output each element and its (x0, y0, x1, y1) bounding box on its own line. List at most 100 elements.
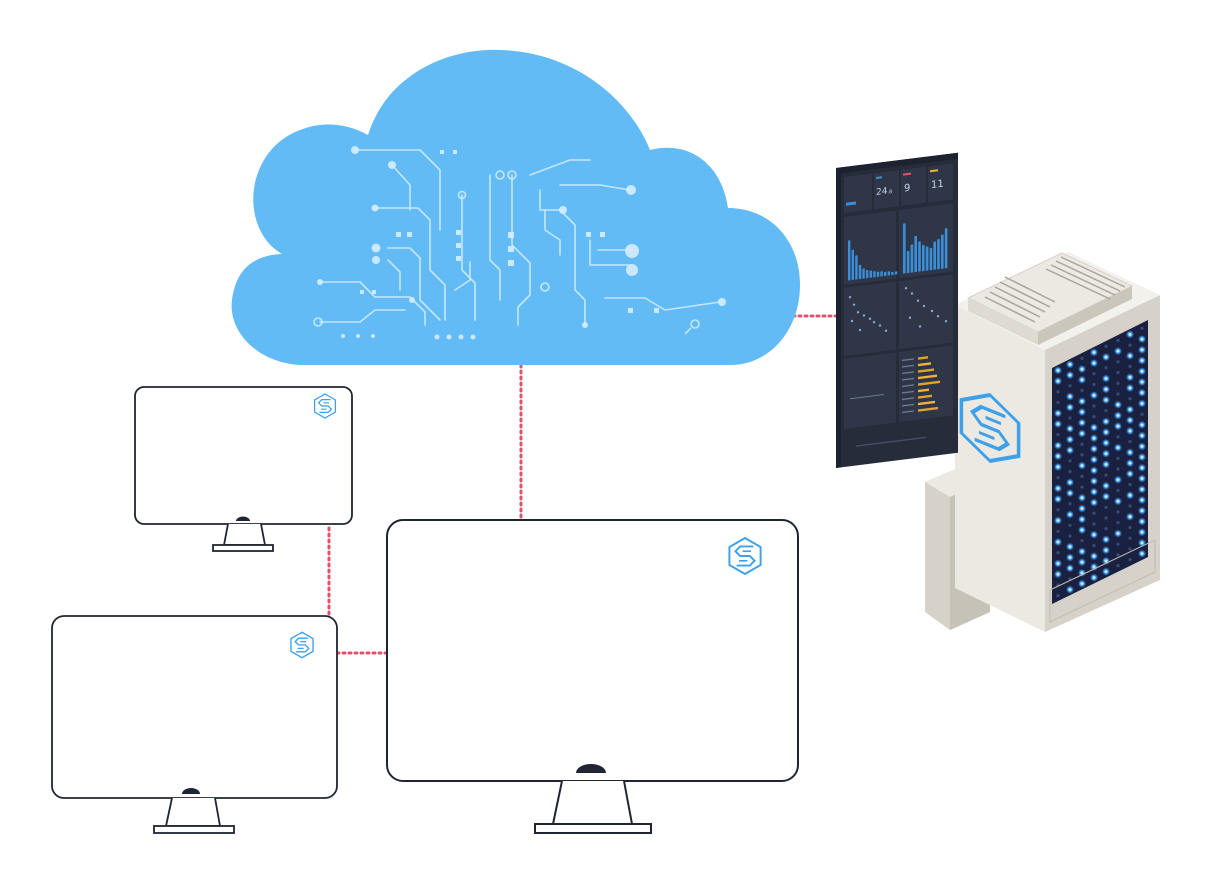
led-light (1140, 337, 1144, 341)
led-light (1092, 554, 1096, 558)
dashboard-list (902, 356, 940, 414)
dashboard-bar-chart (903, 223, 948, 274)
led-light (1116, 488, 1120, 493)
dashboard-list-row (902, 364, 914, 368)
led-light (1092, 490, 1096, 494)
led-light (1104, 344, 1108, 348)
led-light (1056, 529, 1060, 533)
led-light (1128, 397, 1132, 401)
led-light (1068, 395, 1072, 398)
led-light (1104, 409, 1108, 413)
led-light (1080, 453, 1084, 457)
led-light (1056, 400, 1060, 405)
led-light (1116, 435, 1120, 439)
dashboard-list-row (902, 377, 914, 381)
led-light (1068, 556, 1072, 559)
dashboard-point (918, 325, 922, 328)
led-light (1056, 454, 1060, 458)
led-light (1116, 424, 1120, 428)
led-light (1140, 402, 1144, 405)
led-light (1104, 441, 1108, 445)
dashboard-list-bar (918, 400, 935, 406)
led-light (1116, 532, 1120, 535)
led-light (1080, 582, 1084, 585)
led-light (1068, 448, 1072, 452)
dashboard-list-bar (918, 394, 932, 399)
dashboard-list-bar (918, 356, 928, 360)
dashboard-bar (914, 235, 918, 273)
led-light (1056, 508, 1060, 512)
led-light (1140, 520, 1144, 523)
led-light (1068, 523, 1072, 527)
monitor-icon (386, 519, 799, 834)
dashboard-list-bar (918, 388, 929, 393)
led-light (1140, 466, 1144, 470)
dashboard-bar (941, 234, 944, 269)
stat-value-2: 9 (904, 183, 910, 195)
led-light (1056, 594, 1060, 598)
led-light (1116, 564, 1120, 568)
led-light (1080, 474, 1084, 478)
led-light (1128, 375, 1132, 379)
led-light (1116, 370, 1120, 375)
led-light (1056, 369, 1060, 372)
led-light (1104, 516, 1108, 520)
dashboard-point (868, 317, 872, 320)
dashboard-list-row (902, 384, 914, 388)
led-light (1068, 545, 1072, 549)
dashboard-list-bar (918, 374, 937, 380)
led-light (1056, 433, 1060, 437)
led-light (1068, 427, 1072, 431)
dashboard-bar (906, 250, 910, 274)
dashboard-point (862, 314, 866, 317)
led-light (1140, 541, 1144, 545)
dashboard-scatter-chart (848, 296, 888, 332)
dashboard-bar (918, 241, 921, 272)
dashboard-bar (922, 244, 925, 272)
dashboard-point (916, 299, 920, 302)
dashboard-bar (855, 255, 858, 280)
led-light (1140, 455, 1144, 459)
led-light (1128, 451, 1132, 454)
dashboard-bar (933, 241, 937, 270)
led-light (1092, 351, 1096, 354)
led-light (1080, 367, 1084, 371)
led-light (1104, 452, 1108, 455)
connectors (327, 314, 838, 655)
led-light (1140, 487, 1144, 491)
led-light (1092, 565, 1096, 569)
led-light (1080, 399, 1084, 403)
dashboard-bar (894, 271, 898, 275)
led-light (1116, 553, 1120, 557)
led-light (1104, 527, 1108, 531)
led-light (1092, 576, 1096, 579)
cloud-icon (231, 49, 800, 365)
led-light (1068, 363, 1072, 366)
led-light (1128, 472, 1132, 476)
led-light (1056, 411, 1060, 415)
led-light (1128, 343, 1132, 347)
led-light (1140, 412, 1144, 416)
led-light (1092, 501, 1096, 504)
led-light (1128, 440, 1132, 444)
led-light (1128, 418, 1132, 422)
led-light (1068, 405, 1072, 409)
led-light (1128, 364, 1132, 369)
led-light (1140, 530, 1144, 534)
dashboard-point (922, 304, 926, 308)
led-light (1092, 458, 1096, 461)
dashboard-scatter-chart (904, 287, 948, 328)
led-light (1116, 381, 1120, 385)
led-light (1116, 478, 1120, 482)
dashboard-bar (880, 271, 883, 277)
stat-value-3: 11 (931, 179, 944, 192)
led-light (1056, 551, 1060, 555)
led-light (1140, 391, 1144, 395)
led-light (1056, 487, 1060, 490)
dashboard-bar (937, 239, 940, 270)
led-light (1080, 528, 1084, 532)
stat-value-1: 24.8 (876, 186, 892, 198)
led-light (1056, 519, 1060, 522)
monitor-icon (134, 386, 353, 552)
dashboard-bar-chart (848, 240, 898, 281)
